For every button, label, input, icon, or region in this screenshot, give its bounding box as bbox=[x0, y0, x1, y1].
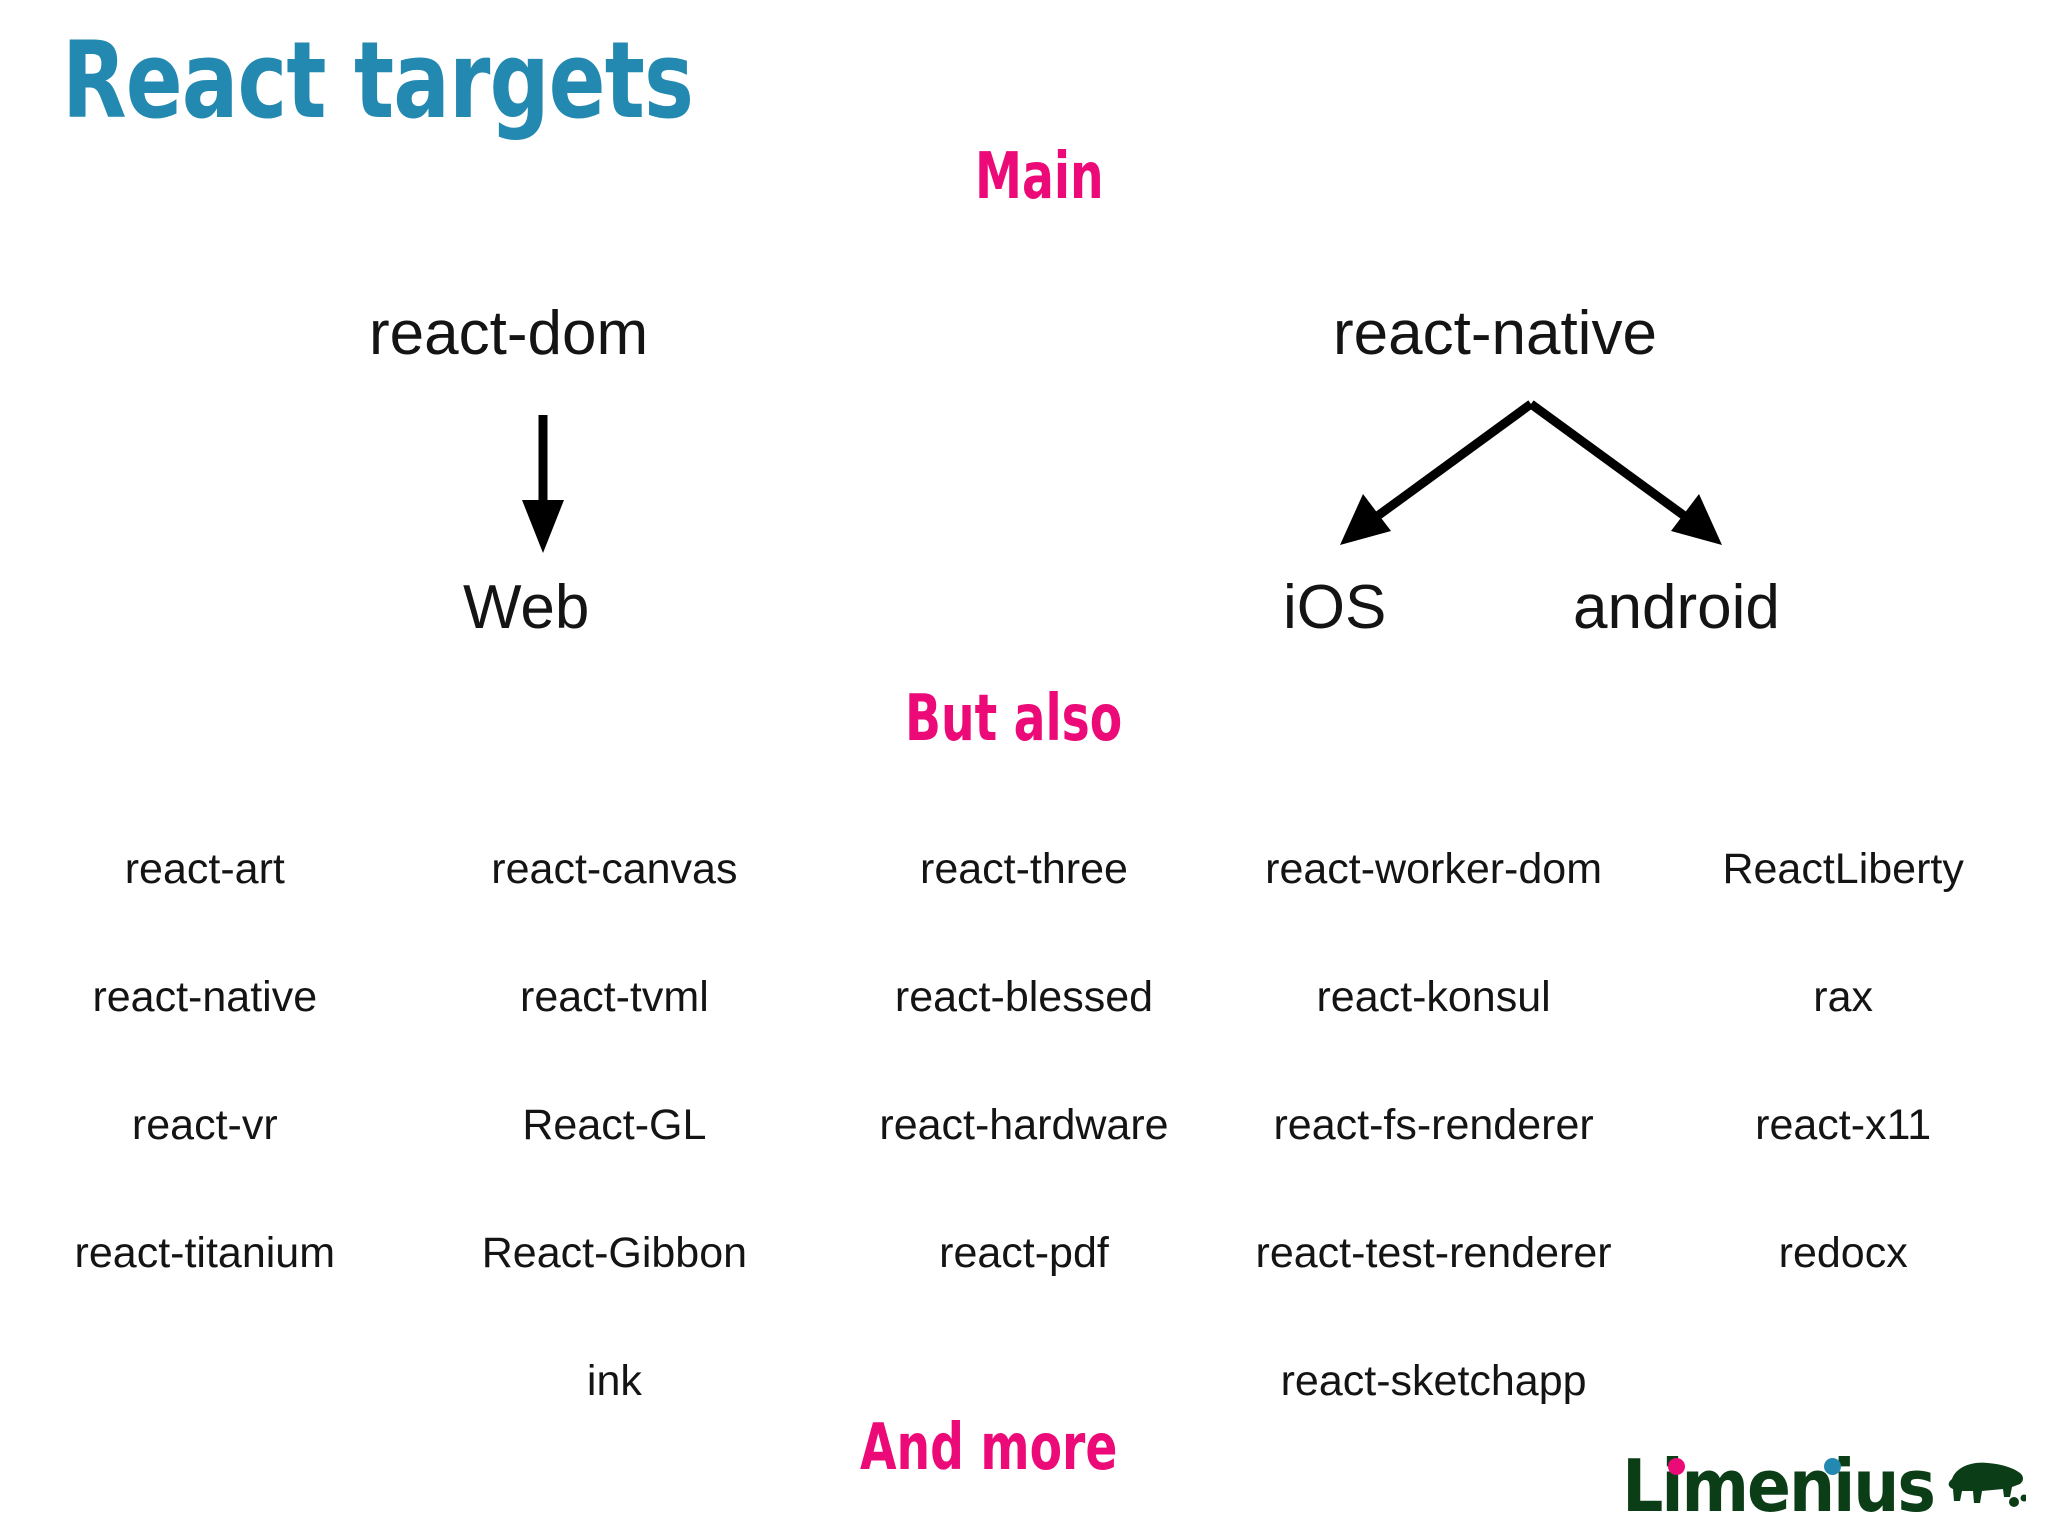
package-name: react-native bbox=[92, 972, 318, 1021]
limenius-logo: Limenius bbox=[1622, 1450, 2026, 1522]
package-name: react-hardware bbox=[879, 1100, 1169, 1149]
package-name: react-tvml bbox=[520, 972, 709, 1021]
package-name: react-vr bbox=[131, 1100, 278, 1149]
package-name: react-three bbox=[920, 844, 1128, 893]
section-heading-and-more: And more bbox=[860, 1411, 1118, 1485]
node-android: android bbox=[1573, 573, 1780, 642]
package-name: react-titanium bbox=[74, 1228, 336, 1277]
package-name: react-test-renderer bbox=[1255, 1228, 1612, 1277]
branch-arrow-right-icon bbox=[1528, 400, 1722, 545]
package-name: react-blessed bbox=[894, 972, 1154, 1021]
package-name: redocx bbox=[1778, 1228, 1908, 1277]
section-heading-main: Main bbox=[975, 140, 1104, 214]
bison-icon bbox=[1948, 1462, 2026, 1507]
node-ios: iOS bbox=[1283, 573, 1387, 642]
package-name: react-canvas bbox=[491, 844, 738, 893]
logo-dot-pink-icon bbox=[1668, 1458, 1686, 1475]
package-name: react-x11 bbox=[1755, 1100, 1932, 1149]
package-row: react-art react-canvas react-three react… bbox=[0, 805, 2048, 933]
package-name: React-Gibbon bbox=[481, 1228, 748, 1277]
package-row: react-native react-tvml react-blessed re… bbox=[0, 933, 2048, 1061]
node-react-native: react-native bbox=[1333, 299, 1657, 368]
package-grid: react-art react-canvas react-three react… bbox=[0, 805, 2048, 1445]
package-name: rax bbox=[1813, 972, 1874, 1021]
package-name: react-pdf bbox=[939, 1228, 1109, 1277]
page-title: React targets bbox=[62, 19, 694, 142]
package-row: react-titanium React-Gibbon react-pdf re… bbox=[0, 1189, 2048, 1317]
package-name: react-worker-dom bbox=[1265, 844, 1603, 893]
package-name: react-art bbox=[124, 844, 285, 893]
down-arrow-icon bbox=[522, 415, 564, 553]
branch-arrow-left-icon bbox=[1340, 400, 1534, 545]
package-row: ink react-sketchapp bbox=[0, 1317, 2048, 1445]
package-name: react-fs-renderer bbox=[1273, 1100, 1594, 1149]
package-name: ReactLiberty bbox=[1722, 844, 1964, 893]
package-name: ink bbox=[586, 1356, 642, 1405]
node-react-dom: react-dom bbox=[369, 299, 649, 368]
section-heading-but-also: But also bbox=[905, 682, 1123, 756]
logo-dot-blue-icon bbox=[1824, 1458, 1842, 1475]
package-name: React-GL bbox=[522, 1100, 707, 1149]
limenius-wordmark-text: Limenius bbox=[1622, 1444, 1936, 1528]
package-row: react-vr React-GL react-hardware react-f… bbox=[0, 1061, 2048, 1189]
package-name: react-konsul bbox=[1316, 972, 1551, 1021]
limenius-wordmark: Limenius bbox=[1622, 1450, 1936, 1522]
node-web: Web bbox=[463, 573, 590, 642]
package-name: react-sketchapp bbox=[1280, 1356, 1587, 1405]
